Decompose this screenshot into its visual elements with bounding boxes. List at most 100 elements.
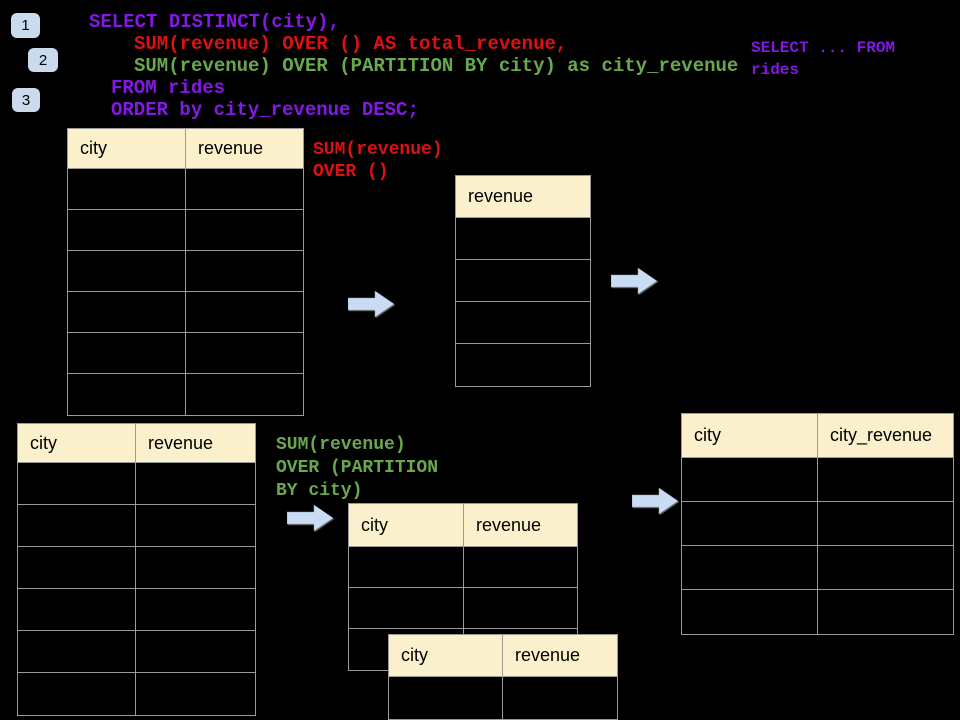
sql-line-from: FROM rides xyxy=(111,77,226,99)
table-row xyxy=(18,589,255,631)
table-total-result: revenue xyxy=(455,175,591,387)
table-cell xyxy=(186,374,303,415)
table-row xyxy=(18,463,255,505)
table-row xyxy=(68,374,303,415)
table-row xyxy=(456,218,590,260)
arrow-right-icon xyxy=(287,505,333,531)
table-partition-back: city revenue xyxy=(348,503,578,671)
column-header-revenue: revenue xyxy=(186,129,303,169)
table-city-result: city city_revenue xyxy=(681,413,954,635)
table-cell xyxy=(18,631,136,673)
step-badge-3: 3 xyxy=(12,88,40,112)
column-header-city: city xyxy=(349,504,464,547)
table-cell xyxy=(682,590,818,634)
table-cell xyxy=(186,292,303,333)
sql-line-select: SELECT DISTINCT(city), xyxy=(89,11,340,33)
column-header-city: city xyxy=(18,424,136,463)
table-cell xyxy=(136,463,255,505)
table-cell xyxy=(186,251,303,292)
table-cell xyxy=(186,333,303,374)
table-cell xyxy=(136,673,255,715)
table-row xyxy=(456,344,590,386)
arrow-right-icon xyxy=(348,291,394,317)
select-from-note: SELECT ... FROM rides xyxy=(751,39,896,79)
table-header-row: city revenue xyxy=(389,635,617,677)
sql-line-total: SUM(revenue) OVER () AS total_revenue, xyxy=(134,33,568,55)
table-cell xyxy=(186,169,303,210)
column-header-city: city xyxy=(682,414,818,458)
table-row xyxy=(18,505,255,547)
column-header-revenue: revenue xyxy=(464,504,577,547)
sql-line-partition: SUM(revenue) OVER (PARTITION BY city) as… xyxy=(134,55,739,77)
column-header-revenue: revenue xyxy=(456,176,590,218)
table-cell xyxy=(818,502,953,546)
table-cell xyxy=(18,547,136,589)
table-source-top: city revenue xyxy=(67,128,304,416)
table-row xyxy=(18,631,255,673)
table-cell xyxy=(389,677,503,719)
table-cell xyxy=(18,505,136,547)
table-cell xyxy=(456,344,590,386)
partition-label: SUM(revenue) OVER (PARTITION BY city) xyxy=(276,435,439,501)
table-cell xyxy=(68,169,186,210)
table-cell xyxy=(818,590,953,634)
table-cell xyxy=(456,260,590,302)
table-cell xyxy=(68,374,186,415)
table-cell xyxy=(186,210,303,251)
table-row xyxy=(456,302,590,344)
table-cell xyxy=(349,588,464,629)
sql-line-order: ORDER by city_revenue DESC; xyxy=(111,99,419,121)
table-row xyxy=(68,169,303,210)
table-header-row: city city_revenue xyxy=(682,414,953,458)
table-row xyxy=(18,673,255,715)
table-cell xyxy=(456,218,590,260)
table-cell xyxy=(682,502,818,546)
table-row xyxy=(682,458,953,502)
table-partition-front: city revenue xyxy=(388,634,618,720)
table-cell xyxy=(18,463,136,505)
table-cell xyxy=(136,631,255,673)
table-row xyxy=(682,502,953,546)
table-cell xyxy=(464,547,577,588)
column-header-city: city xyxy=(68,129,186,169)
table-row xyxy=(349,588,577,629)
table-header-row: revenue xyxy=(456,176,590,218)
table-cell xyxy=(682,458,818,502)
table-cell xyxy=(18,589,136,631)
table-cell xyxy=(818,458,953,502)
table-cell xyxy=(136,589,255,631)
table-cell xyxy=(68,210,186,251)
table-cell xyxy=(68,292,186,333)
column-header-revenue: revenue xyxy=(136,424,255,463)
step-badge-2: 2 xyxy=(28,48,58,72)
table-cell xyxy=(818,546,953,590)
table-cell xyxy=(68,333,186,374)
table-row xyxy=(18,547,255,589)
table-cell xyxy=(349,547,464,588)
table-cell xyxy=(464,588,577,629)
table-row xyxy=(682,590,953,634)
column-header-city-revenue: city_revenue xyxy=(818,414,953,458)
table-cell xyxy=(136,505,255,547)
table-header-row: city revenue xyxy=(349,504,577,547)
column-header-city: city xyxy=(389,635,503,677)
table-row xyxy=(389,677,617,719)
table-row xyxy=(68,210,303,251)
table-source-bottom: city revenue xyxy=(17,423,256,716)
table-row xyxy=(68,292,303,333)
table-header-row: city revenue xyxy=(68,129,303,169)
table-cell xyxy=(18,673,136,715)
table-cell xyxy=(682,546,818,590)
table-row xyxy=(456,260,590,302)
table-row xyxy=(682,546,953,590)
arrow-right-icon xyxy=(611,268,657,294)
table-cell xyxy=(136,547,255,589)
table-row xyxy=(349,547,577,588)
table-row xyxy=(68,333,303,374)
table-cell xyxy=(68,251,186,292)
step-badge-1: 1 xyxy=(11,13,40,38)
column-header-revenue: revenue xyxy=(503,635,617,677)
total-revenue-label: SUM(revenue) OVER () xyxy=(313,140,443,182)
table-cell xyxy=(503,677,617,719)
table-cell xyxy=(456,302,590,344)
